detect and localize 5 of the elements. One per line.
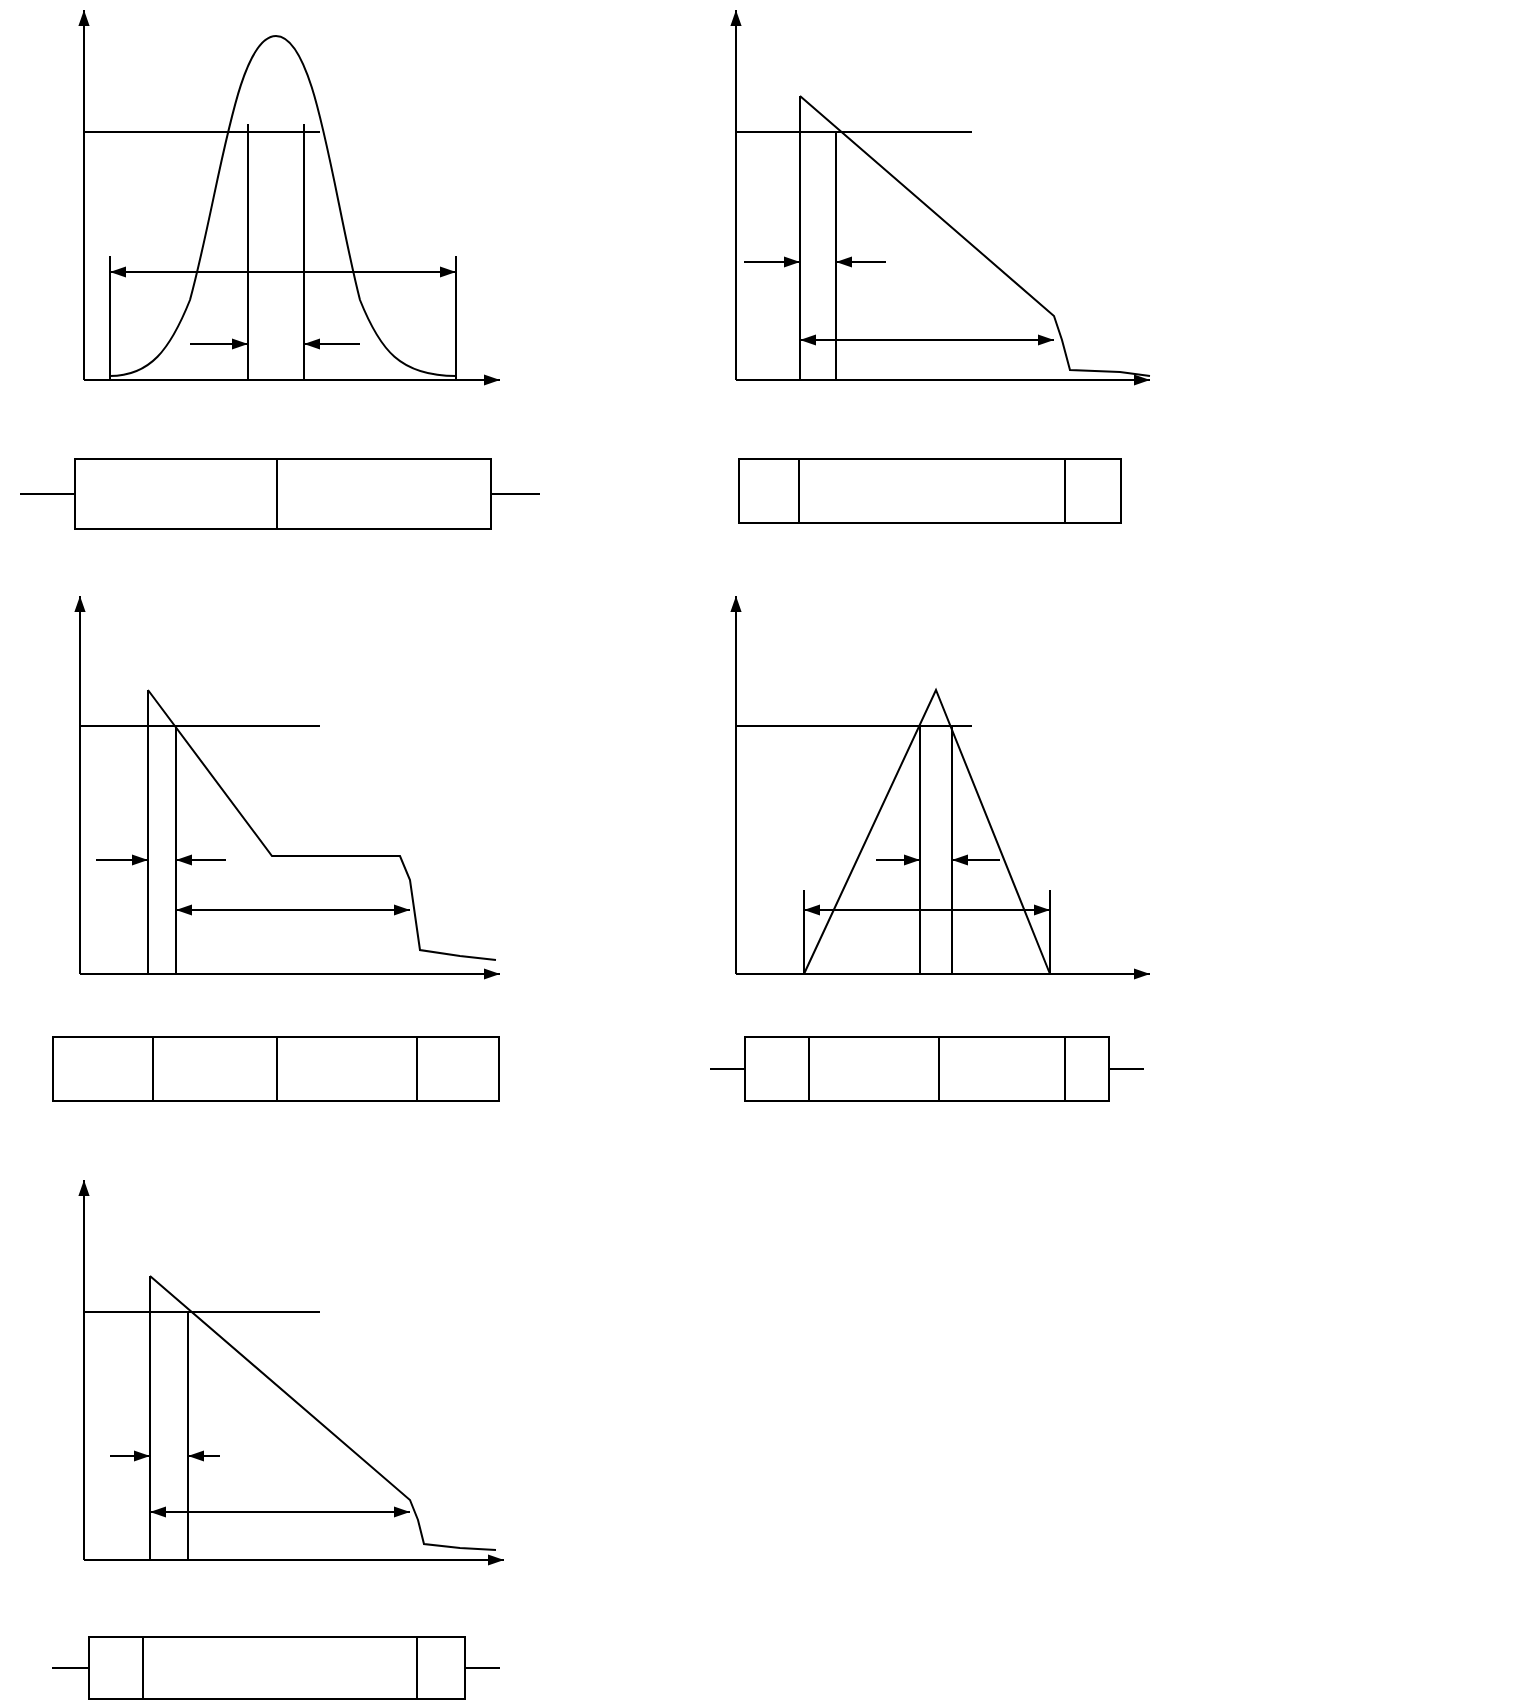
segmented-bar [74,458,492,530]
segmented-bar [52,1036,500,1102]
segmented-bar [744,1036,1110,1102]
segmented-bar [88,1636,466,1700]
segmented-bar [738,458,1122,524]
